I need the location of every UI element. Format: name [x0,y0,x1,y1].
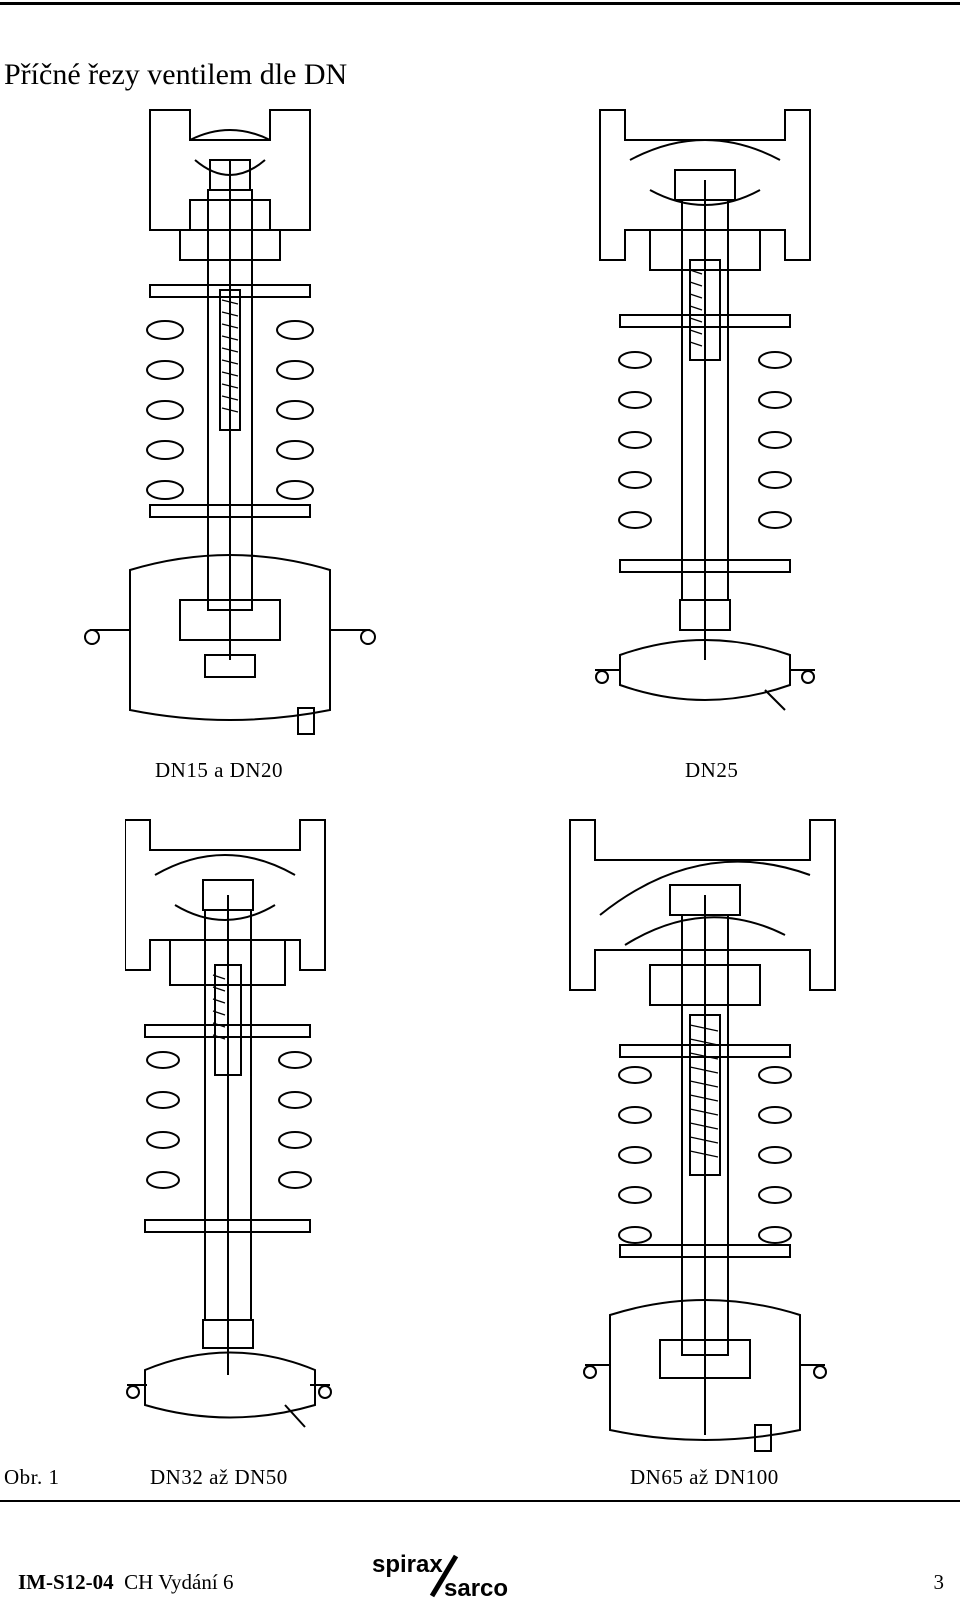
logo-text-top: spirax [372,1551,443,1578]
valve-drawing-dn32-dn50 [125,819,332,1428]
spirax-sarco-logo: spirax sarco [372,1551,508,1602]
page-number: 3 [933,1570,945,1594]
page-title: Příčné řezy ventilem dle DN [4,58,348,91]
logo-text-bottom: sarco [444,1575,508,1602]
valve-drawing-dn25 [595,109,815,711]
caption-dn65-dn100: DN65 až DN100 [630,1465,779,1489]
valve-drawing-dn15-dn20 [84,109,376,735]
caption-dn15-dn20: DN15 a DN20 [155,758,283,782]
figure-label: Obr. 1 [4,1465,60,1489]
footer-rule [0,1500,960,1502]
edition: CH Vydání 6 [124,1570,234,1594]
top-rule [0,2,960,5]
caption-dn32-dn50: DN32 až DN50 [150,1465,288,1489]
document-code: IM-S12-04 CH Vydání 6 [18,1570,233,1595]
doc-code: IM-S12-04 [18,1570,114,1594]
valve-drawing-dn65-dn100 [569,819,836,1452]
caption-dn25: DN25 [685,758,739,782]
